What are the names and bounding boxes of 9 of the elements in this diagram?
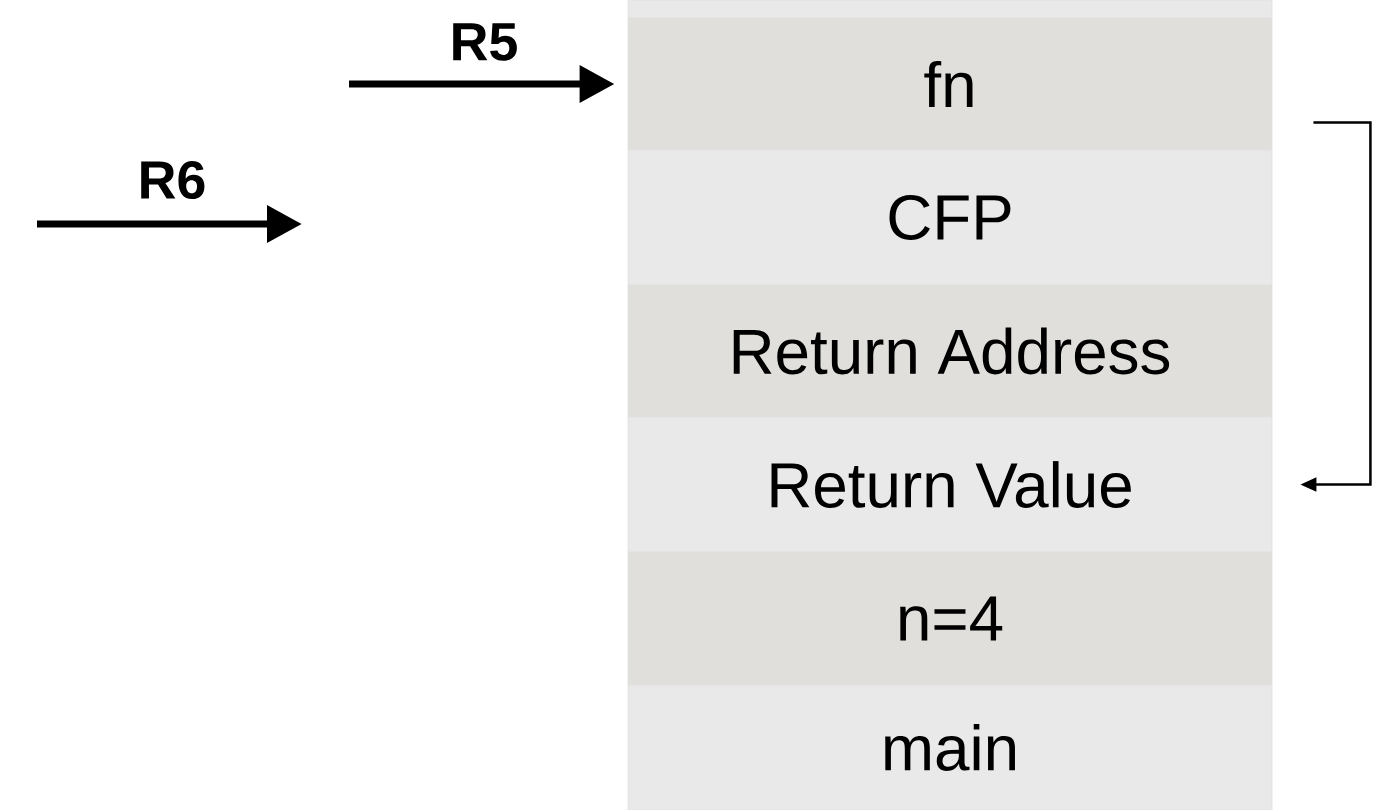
- stack-cell: CFP: [627, 149, 1273, 286]
- stack-cell: main: [627, 684, 1273, 810]
- stack-cell: Return Value: [627, 416, 1273, 553]
- stack-cell: [627, 0, 1273, 19]
- stack-cell: n=4: [627, 551, 1273, 686]
- stack-cell: Return Address: [627, 284, 1273, 418]
- edge-label: R5: [453, 23, 517, 61]
- pointer-label: R6: [141, 160, 205, 200]
- stack-cell: fn: [627, 17, 1273, 151]
